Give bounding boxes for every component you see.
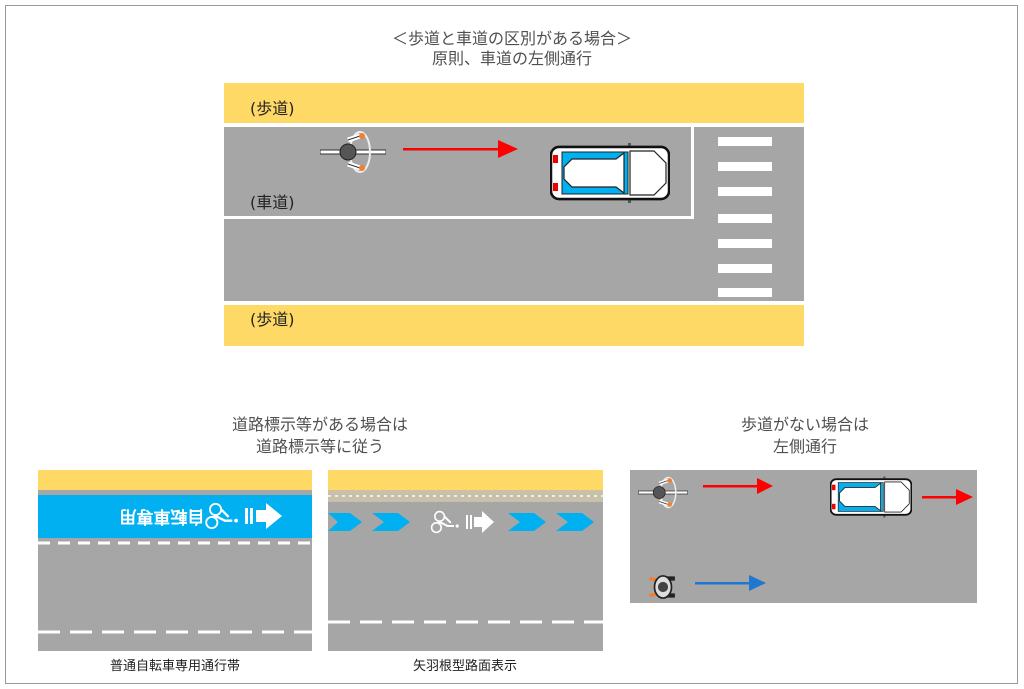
panel1-caption: 普通自転車専用通行帯 <box>110 659 240 674</box>
sidewalk-bottom-label: (歩道) <box>250 310 295 329</box>
panel2-caption: 矢羽根型路面表示 <box>413 658 517 674</box>
arrow-mark-icon <box>245 503 282 529</box>
sidewalk-top <box>224 83 804 123</box>
arrow-feather-panel <box>328 470 603 651</box>
markings-title-line1: 道路標示等がある場合は <box>232 415 408 434</box>
roadway <box>224 127 804 301</box>
sidewalk-bottom <box>224 305 804 346</box>
bicycle-lane-panel: 自転車専用 <box>38 470 312 651</box>
pedestrian-direction-arrow-icon <box>695 575 766 591</box>
no-sidewalk-title-line1: 歩道がない場合は <box>741 415 869 434</box>
main-road-diagram: (歩道) (車道) (歩道) <box>224 83 804 346</box>
center-line <box>224 216 694 219</box>
stop-line <box>691 127 694 219</box>
outer-frame <box>5 5 1018 684</box>
chevron-markings <box>328 513 594 531</box>
main-title-line2: 原則、車道の左側通行 <box>432 49 592 68</box>
direction-arrow-icon <box>403 140 518 158</box>
direction-arrow-icon <box>922 489 973 505</box>
roadway-label: (車道) <box>250 193 295 212</box>
sidewalk-top-label: (歩道) <box>250 99 295 118</box>
arrow-mark-icon <box>466 511 494 533</box>
main-title-line1: ＜歩道と車道の区別がある場合＞ <box>392 29 632 48</box>
car-icon <box>550 143 670 203</box>
crosswalk <box>718 137 772 297</box>
lane-marking-text: 自転車専用 <box>120 506 205 527</box>
car-icon <box>830 475 912 519</box>
no-sidewalk-title-line2: 左側通行 <box>773 437 837 456</box>
markings-title-line2: 道路標示等に従う <box>256 437 384 456</box>
direction-arrow-icon <box>703 478 773 494</box>
no-sidewalk-road-panel <box>630 470 977 603</box>
